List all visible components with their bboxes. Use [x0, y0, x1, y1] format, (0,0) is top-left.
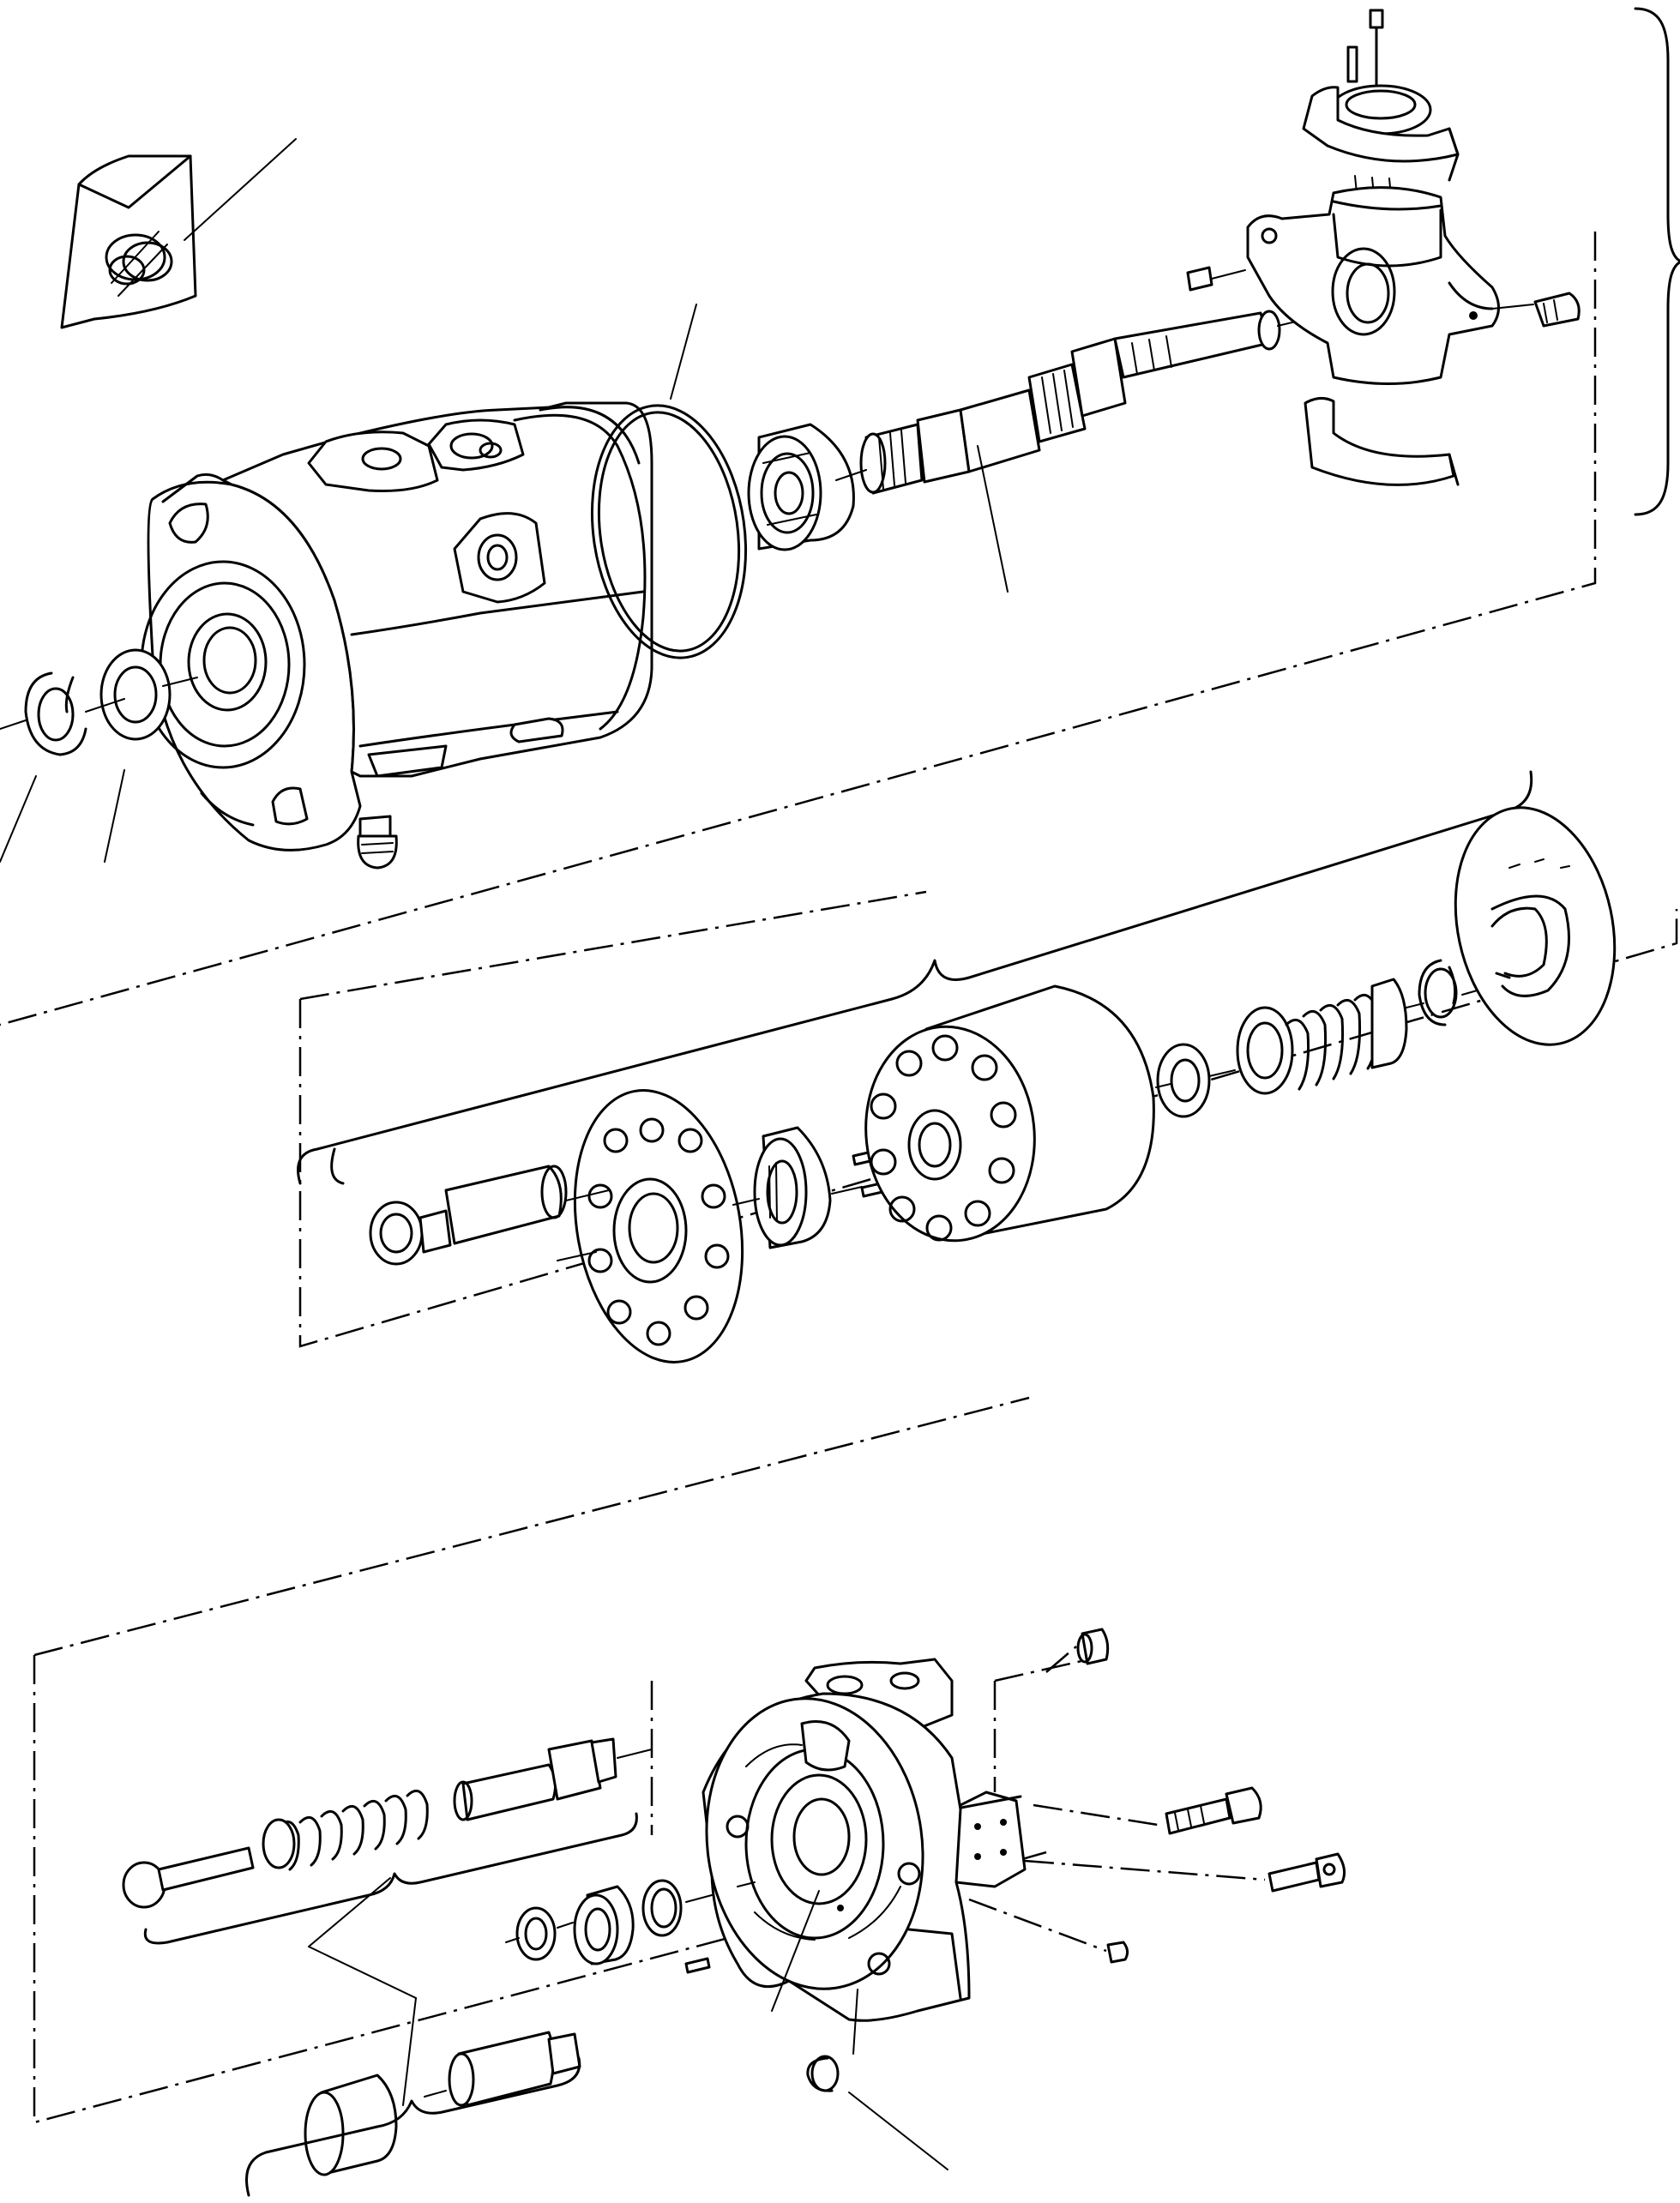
o-ring-bottom-icon	[808, 1989, 948, 2170]
swivel-bracket-icon	[1188, 10, 1579, 485]
drive-shaft-icon	[836, 311, 1321, 592]
shaft-seal-icon	[101, 650, 170, 862]
group-brace	[298, 772, 1532, 1183]
spring-seat-icon	[517, 1908, 555, 1959]
group-brace	[247, 2058, 580, 2195]
valve-plate-icon	[1435, 792, 1635, 1059]
rotating-group	[298, 772, 1677, 1375]
control-valve-spool-icon	[123, 1739, 652, 1907]
seal-kit-bag-icon	[62, 139, 296, 328]
setting-piston-icon	[305, 2032, 580, 2175]
cap-screw-icon	[1025, 1788, 1345, 1891]
pump-housing-assembly	[0, 9, 1680, 1025]
snap-ring-icon	[0, 673, 86, 862]
o-ring-small-icon	[506, 1881, 755, 1942]
group-brace-lower	[332, 1149, 343, 1183]
ball-guide-icon	[733, 1128, 862, 1248]
spring-icon	[1237, 979, 1406, 1093]
retaining-plate-icon	[555, 1077, 763, 1375]
port-plate-assembly	[34, 1398, 1345, 2195]
cylinder-block-icon	[855, 986, 1153, 1249]
bushing-icon	[575, 1887, 633, 1964]
thrust-washer-icon	[1156, 1044, 1235, 1117]
piston-icon	[370, 1166, 566, 1264]
assembly-bracket	[1635, 9, 1680, 515]
port-plate-icon	[689, 1659, 1025, 2020]
plug-screw-icon	[358, 816, 397, 868]
plug-icon	[969, 1629, 1128, 1962]
boundary-line	[34, 1398, 1046, 2122]
bearing-icon	[749, 424, 853, 550]
group-brace	[145, 1814, 636, 1943]
pump-housing	[142, 403, 652, 868]
boundary-line	[0, 232, 1595, 1025]
o-ring-icon	[576, 304, 761, 668]
